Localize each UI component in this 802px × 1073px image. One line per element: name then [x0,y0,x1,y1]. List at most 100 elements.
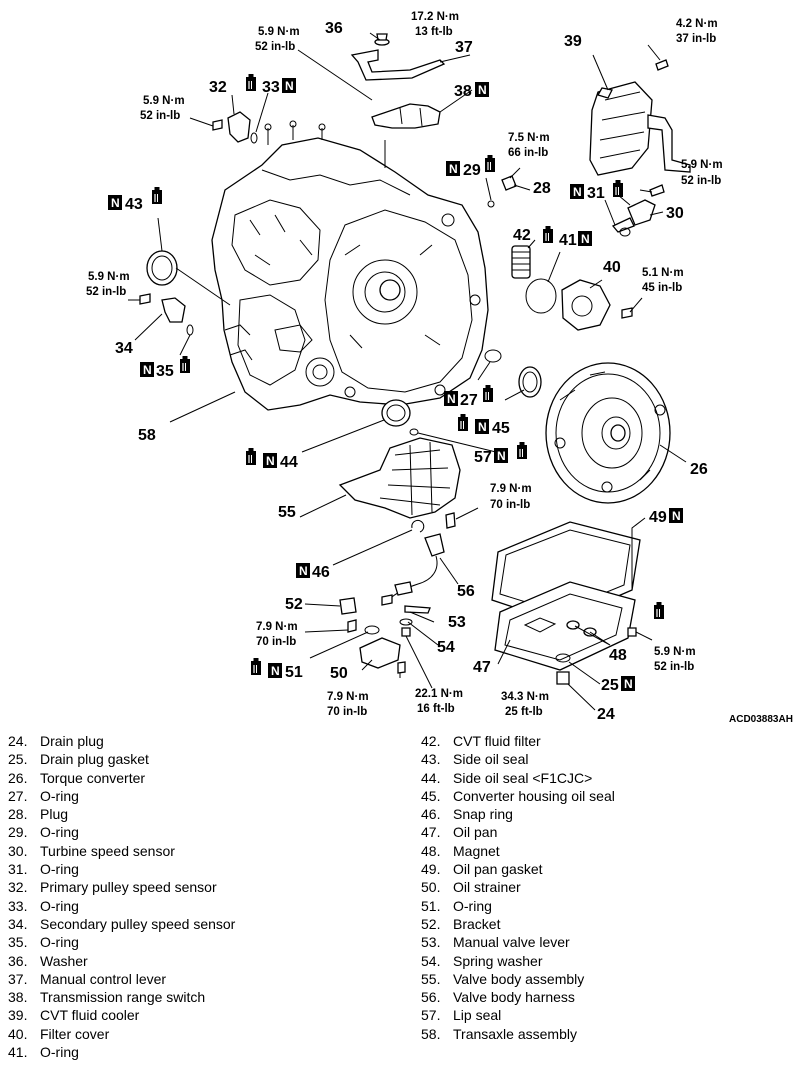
legend-item-label: Snap ring [453,806,513,823]
callout-31: 31 [587,185,605,202]
legend-item-number: 35. [8,934,28,951]
callout-52: 52 [285,596,303,613]
callout-39: 39 [564,33,582,50]
legend-item-number: 40. [8,1025,28,1042]
callout-33: 33 [262,79,280,96]
new-part-mark-51: N [268,663,282,678]
legend-item: 45. Converter housing oil seal [421,787,791,805]
svg-text:N: N [497,449,506,463]
legend-item: 29.O-ring [8,823,388,841]
fluid-icon [179,355,191,374]
legend-item-label: Side oil seal <F1CJC> [453,769,593,786]
legend-item: 25.Drain plug gasket [8,750,388,768]
legend-item-label: Spring washer [453,952,543,969]
legend-item-number: 30. [8,842,28,859]
torque-spec: 25 ft-lb [505,706,543,718]
fluid-icon [245,447,257,466]
legend-item-label: Torque converter [40,769,146,786]
torque-spec: 5.1 N·m [642,267,684,279]
side-oil-seal-44 [381,399,411,427]
legend-item-label: Converter housing oil seal [453,787,615,804]
legend-item-label: Plug [40,806,69,823]
callout-41: 41 [559,232,577,249]
torque-spec: 22.1 N·m [415,688,463,700]
legend-item-number: 44. [421,769,441,786]
valve-body-assembly [338,437,461,529]
legend-item-number: 50. [421,879,441,896]
callout-24: 24 [597,706,615,723]
svg-text:N: N [299,564,308,578]
torque-spec: 37 in-lb [676,33,716,45]
legend-item-number: 25. [8,751,28,768]
legend-item-number: 56. [421,989,441,1006]
valve-body-harness [381,533,445,606]
legend-item-label: O-ring [453,897,492,914]
torque-spec: 4.2 N·m [676,18,718,30]
transmission-range-switch [371,103,441,129]
legend-item-number: 27. [8,787,28,804]
legend-item-label: Oil pan [453,824,498,841]
svg-text:N: N [111,196,120,210]
legend-item-number: 45. [421,787,441,804]
legend-item: 30.Turbine speed sensor [8,842,388,860]
new-part-mark-45: N [475,419,489,434]
legend-item: 58.Transaxle assembly [421,1025,791,1043]
washer-36 [374,33,390,46]
legend-item: 57.Lip seal [421,1006,791,1024]
legend-item: 47.Oil pan [421,823,791,841]
fluid-icon [612,179,624,198]
legend-item: 56.Valve body harness [421,988,791,1006]
callout-44: 44 [280,454,298,471]
legend-item-label: Manual valve lever [453,934,570,951]
legend-item-number: 48. [421,842,441,859]
diagram-code: ACD03883AH [729,714,793,725]
oil-strainer [359,625,406,674]
manual-valve-lever [399,605,431,637]
legend-item: 38.Transmission range switch [8,988,388,1006]
new-part-mark-38: N [475,82,489,97]
torque-spec: 5.9 N·m [681,159,723,171]
cvt-fluid-cooler [589,59,691,197]
torque-spec: 70 in-lb [490,499,530,511]
legend-item: 39.CVT fluid cooler [8,1006,388,1024]
legend-item: 46. Snap ring [421,805,791,823]
new-part-mark-44: N [263,453,277,468]
legend-item-label: Drain plug [40,733,104,749]
legend-item: 53.Manual valve lever [421,933,791,951]
torque-spec: 7.9 N·m [327,691,369,703]
callout-30: 30 [666,205,684,222]
callout-54: 54 [437,639,455,656]
svg-text:N: N [581,232,590,246]
callout-49: 49 [649,509,667,526]
legend-item-label: Filter cover [40,1025,110,1042]
legend-item-number: 26. [8,769,28,786]
legend-item-number: 54. [421,952,441,969]
legend-item-number: 46. [421,806,441,823]
callout-35: 35 [156,363,174,380]
legend-item-number: 31. [8,861,28,878]
callout-51: 51 [285,664,303,681]
filter-cover [561,279,633,331]
legend-item-label: Washer [40,952,88,969]
callout-57: 57 [474,449,492,466]
callout-27: 27 [460,392,478,409]
torque-spec: 7.9 N·m [256,621,298,633]
legend-item-number: 51. [421,897,441,914]
torque-spec: 45 in-lb [642,282,682,294]
svg-text:N: N [672,509,681,523]
torque-spec: 17.2 N·m [411,11,459,23]
legend-item-label: Primary pulley speed sensor [40,879,217,896]
legend-item: 27.O-ring [8,787,388,805]
legend-item-number: 43. [421,751,441,768]
callout-55: 55 [278,504,296,521]
torque-spec: 52 in-lb [255,41,295,53]
pan-bolt [627,627,637,637]
callout-28: 28 [533,180,551,197]
legend-item-number: 58. [421,1025,441,1042]
legend-item-label: Lip seal [453,1007,502,1024]
torque-specs: 17.2 N·m 13 ft-lb 5.9 N·m 52 in-lb 5.9 N… [86,11,723,718]
lip-seal [409,428,419,436]
legend-item-label: Magnet [453,842,500,859]
torque-spec: 16 ft-lb [417,703,455,715]
